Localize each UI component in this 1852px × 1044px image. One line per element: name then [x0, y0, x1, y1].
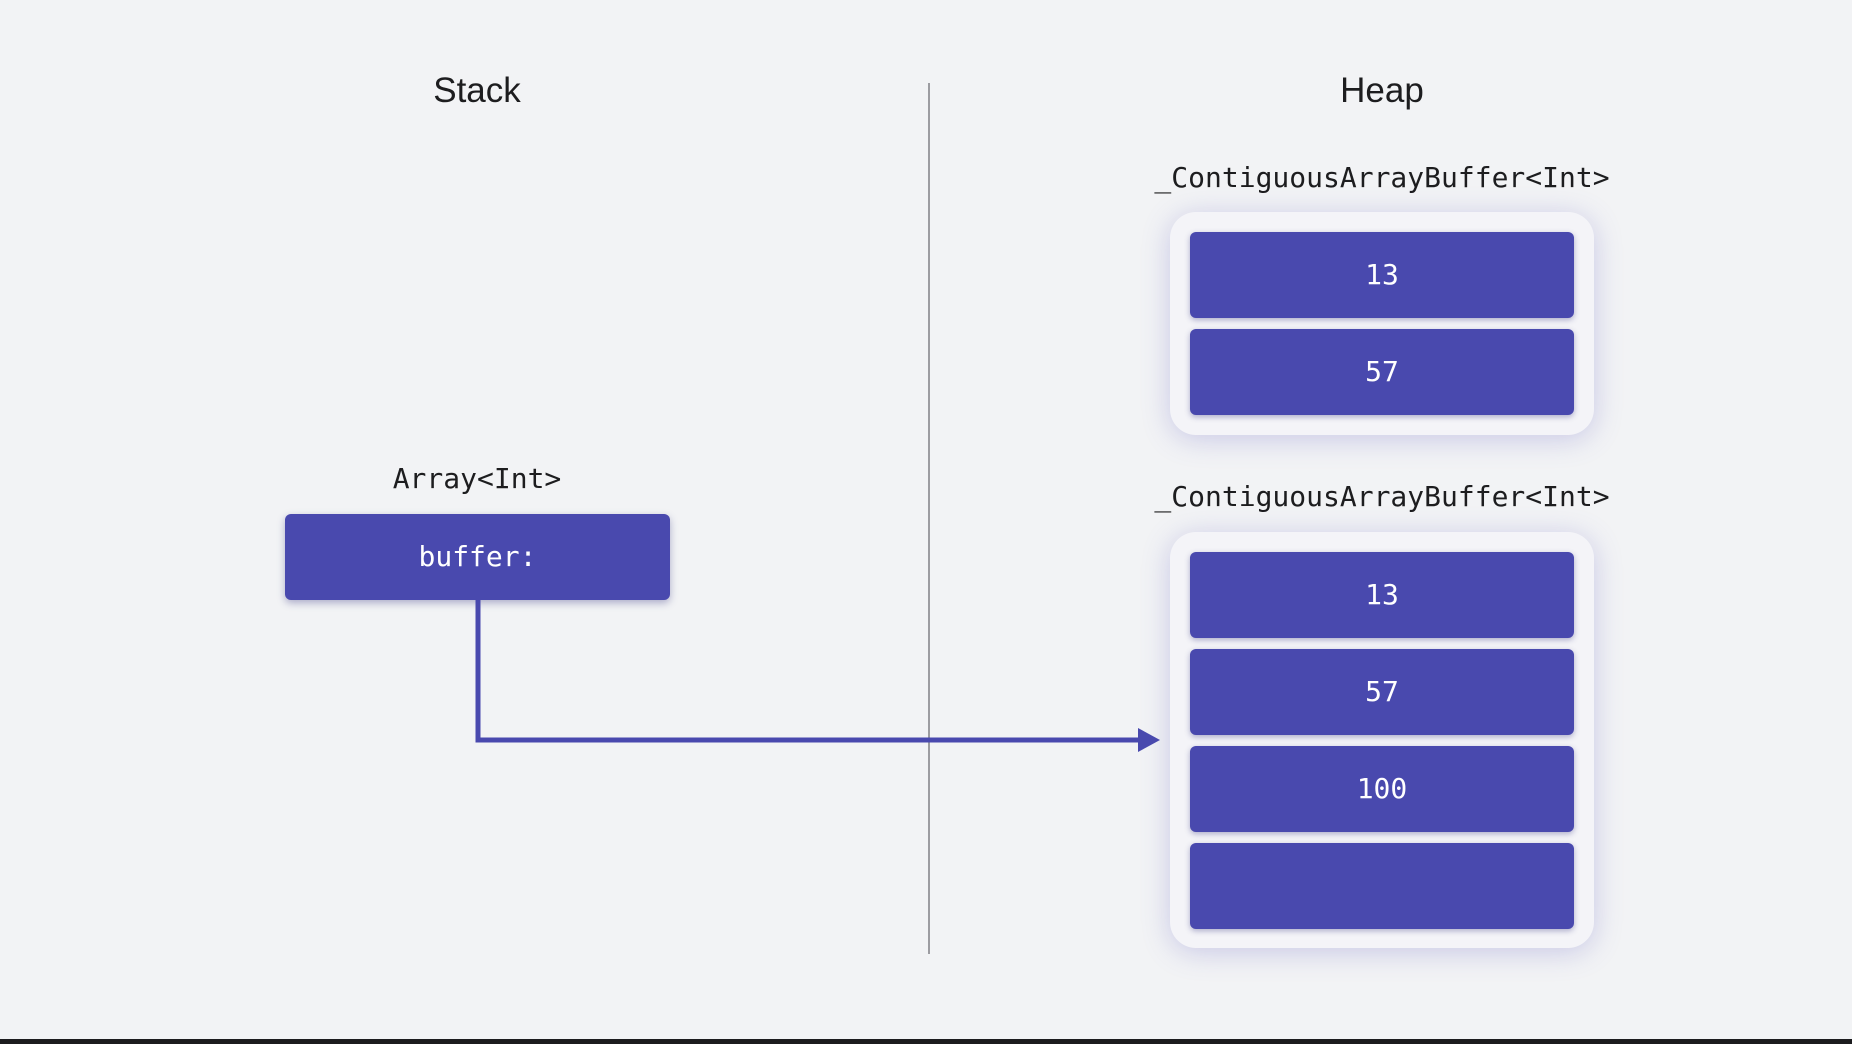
buffer-type-label-1: _ContiguousArrayBuffer<Int> [1154, 161, 1610, 194]
stack-heap-divider [928, 83, 930, 954]
contiguous-buffer-1: 13 57 [1170, 212, 1594, 435]
stack-heading: Stack [433, 71, 521, 110]
buffer-2-cell-2: 100 [1190, 746, 1574, 832]
buffer-type-label-2: _ContiguousArrayBuffer<Int> [1154, 480, 1610, 513]
buffer-2-cell-3 [1190, 843, 1574, 929]
arrowhead-icon [1138, 728, 1160, 752]
buffer-1-cell-1: 57 [1190, 329, 1574, 415]
pointer-line [475, 600, 1140, 743]
buffer-2-cell-1: 57 [1190, 649, 1574, 735]
bottom-edge-bar [0, 1039, 1852, 1044]
array-buffer-field: buffer: [285, 514, 670, 600]
array-type-label: Array<Int> [392, 462, 562, 495]
heap-heading: Heap [1340, 71, 1424, 110]
buffer-2-cell-0: 13 [1190, 552, 1574, 638]
buffer-1-cell-0: 13 [1190, 232, 1574, 318]
contiguous-buffer-2: 13 57 100 [1170, 532, 1594, 948]
